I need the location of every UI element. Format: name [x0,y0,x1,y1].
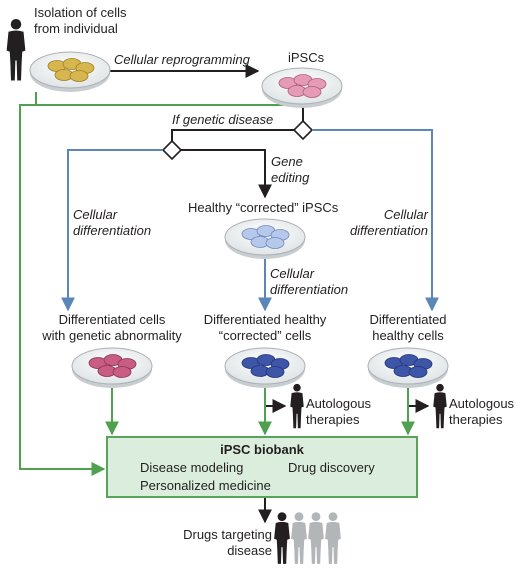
petri-dish-abnormal [71,347,153,388]
arrow-gene-editing [180,149,272,199]
label-diff-abnormal: Differentiated cells with genetic abnorm… [42,312,182,343]
label-diff-right: Cellular differentiation [349,207,428,238]
label-isolation: Isolation of cells from individual [34,5,127,36]
label-if-genetic-disease: If genetic disease [172,112,274,127]
label-cellular-reprogramming: Cellular reprogramming [114,52,250,67]
biobank-title: iPSC biobank [220,442,304,457]
person-autologous-2-icon [433,383,447,429]
label-healthy-corrected-ipscs: Healthy “corrected” iPSCs [188,200,339,215]
label-autologous-1: Autologous therapies [306,396,372,427]
biobank-item-personalized-medicine: Personalized medicine [140,478,271,493]
biobank-item-drug-discovery: Drug discovery [288,460,375,475]
label-diff-mid: Cellular differentiation [270,266,349,297]
person-autologous-1-icon [290,383,304,429]
label-diff-left: Cellular differentiation [73,207,152,238]
petri-dish-corrected-ipscs [224,218,306,259]
arrow-if-genetic-disease [171,129,295,142]
petri-dish-source [29,51,111,92]
biobank-item-disease-modeling: Disease modeling [140,460,244,475]
decision-diamond-genetic [292,119,314,141]
petri-dish-corrected-cells [224,347,306,388]
label-diff-corrected: Differentiated healthy “corrected” cells [203,312,327,343]
label-diff-healthy: Differentiated healthy cells [369,312,447,343]
ipsc-biobank-box: iPSC biobank Disease modeling Drug disco… [106,436,418,498]
decision-diamond-editing [161,139,183,161]
person-individual-icon [6,19,26,81]
label-autologous-2: Autologous therapies [449,396,515,427]
label-ipscs: iPSCs [288,50,325,65]
label-drugs-targeting: Drugs targeting disease [183,527,272,558]
arrow-diff-right [312,129,439,312]
petri-dish-ipscs [261,67,343,108]
petri-dish-healthy-cells [367,347,449,388]
arrow-diff-left [61,149,163,312]
label-gene-editing: Gene editing [271,154,310,185]
arrow-green-direct [19,92,106,476]
people-group-icon [274,512,341,564]
